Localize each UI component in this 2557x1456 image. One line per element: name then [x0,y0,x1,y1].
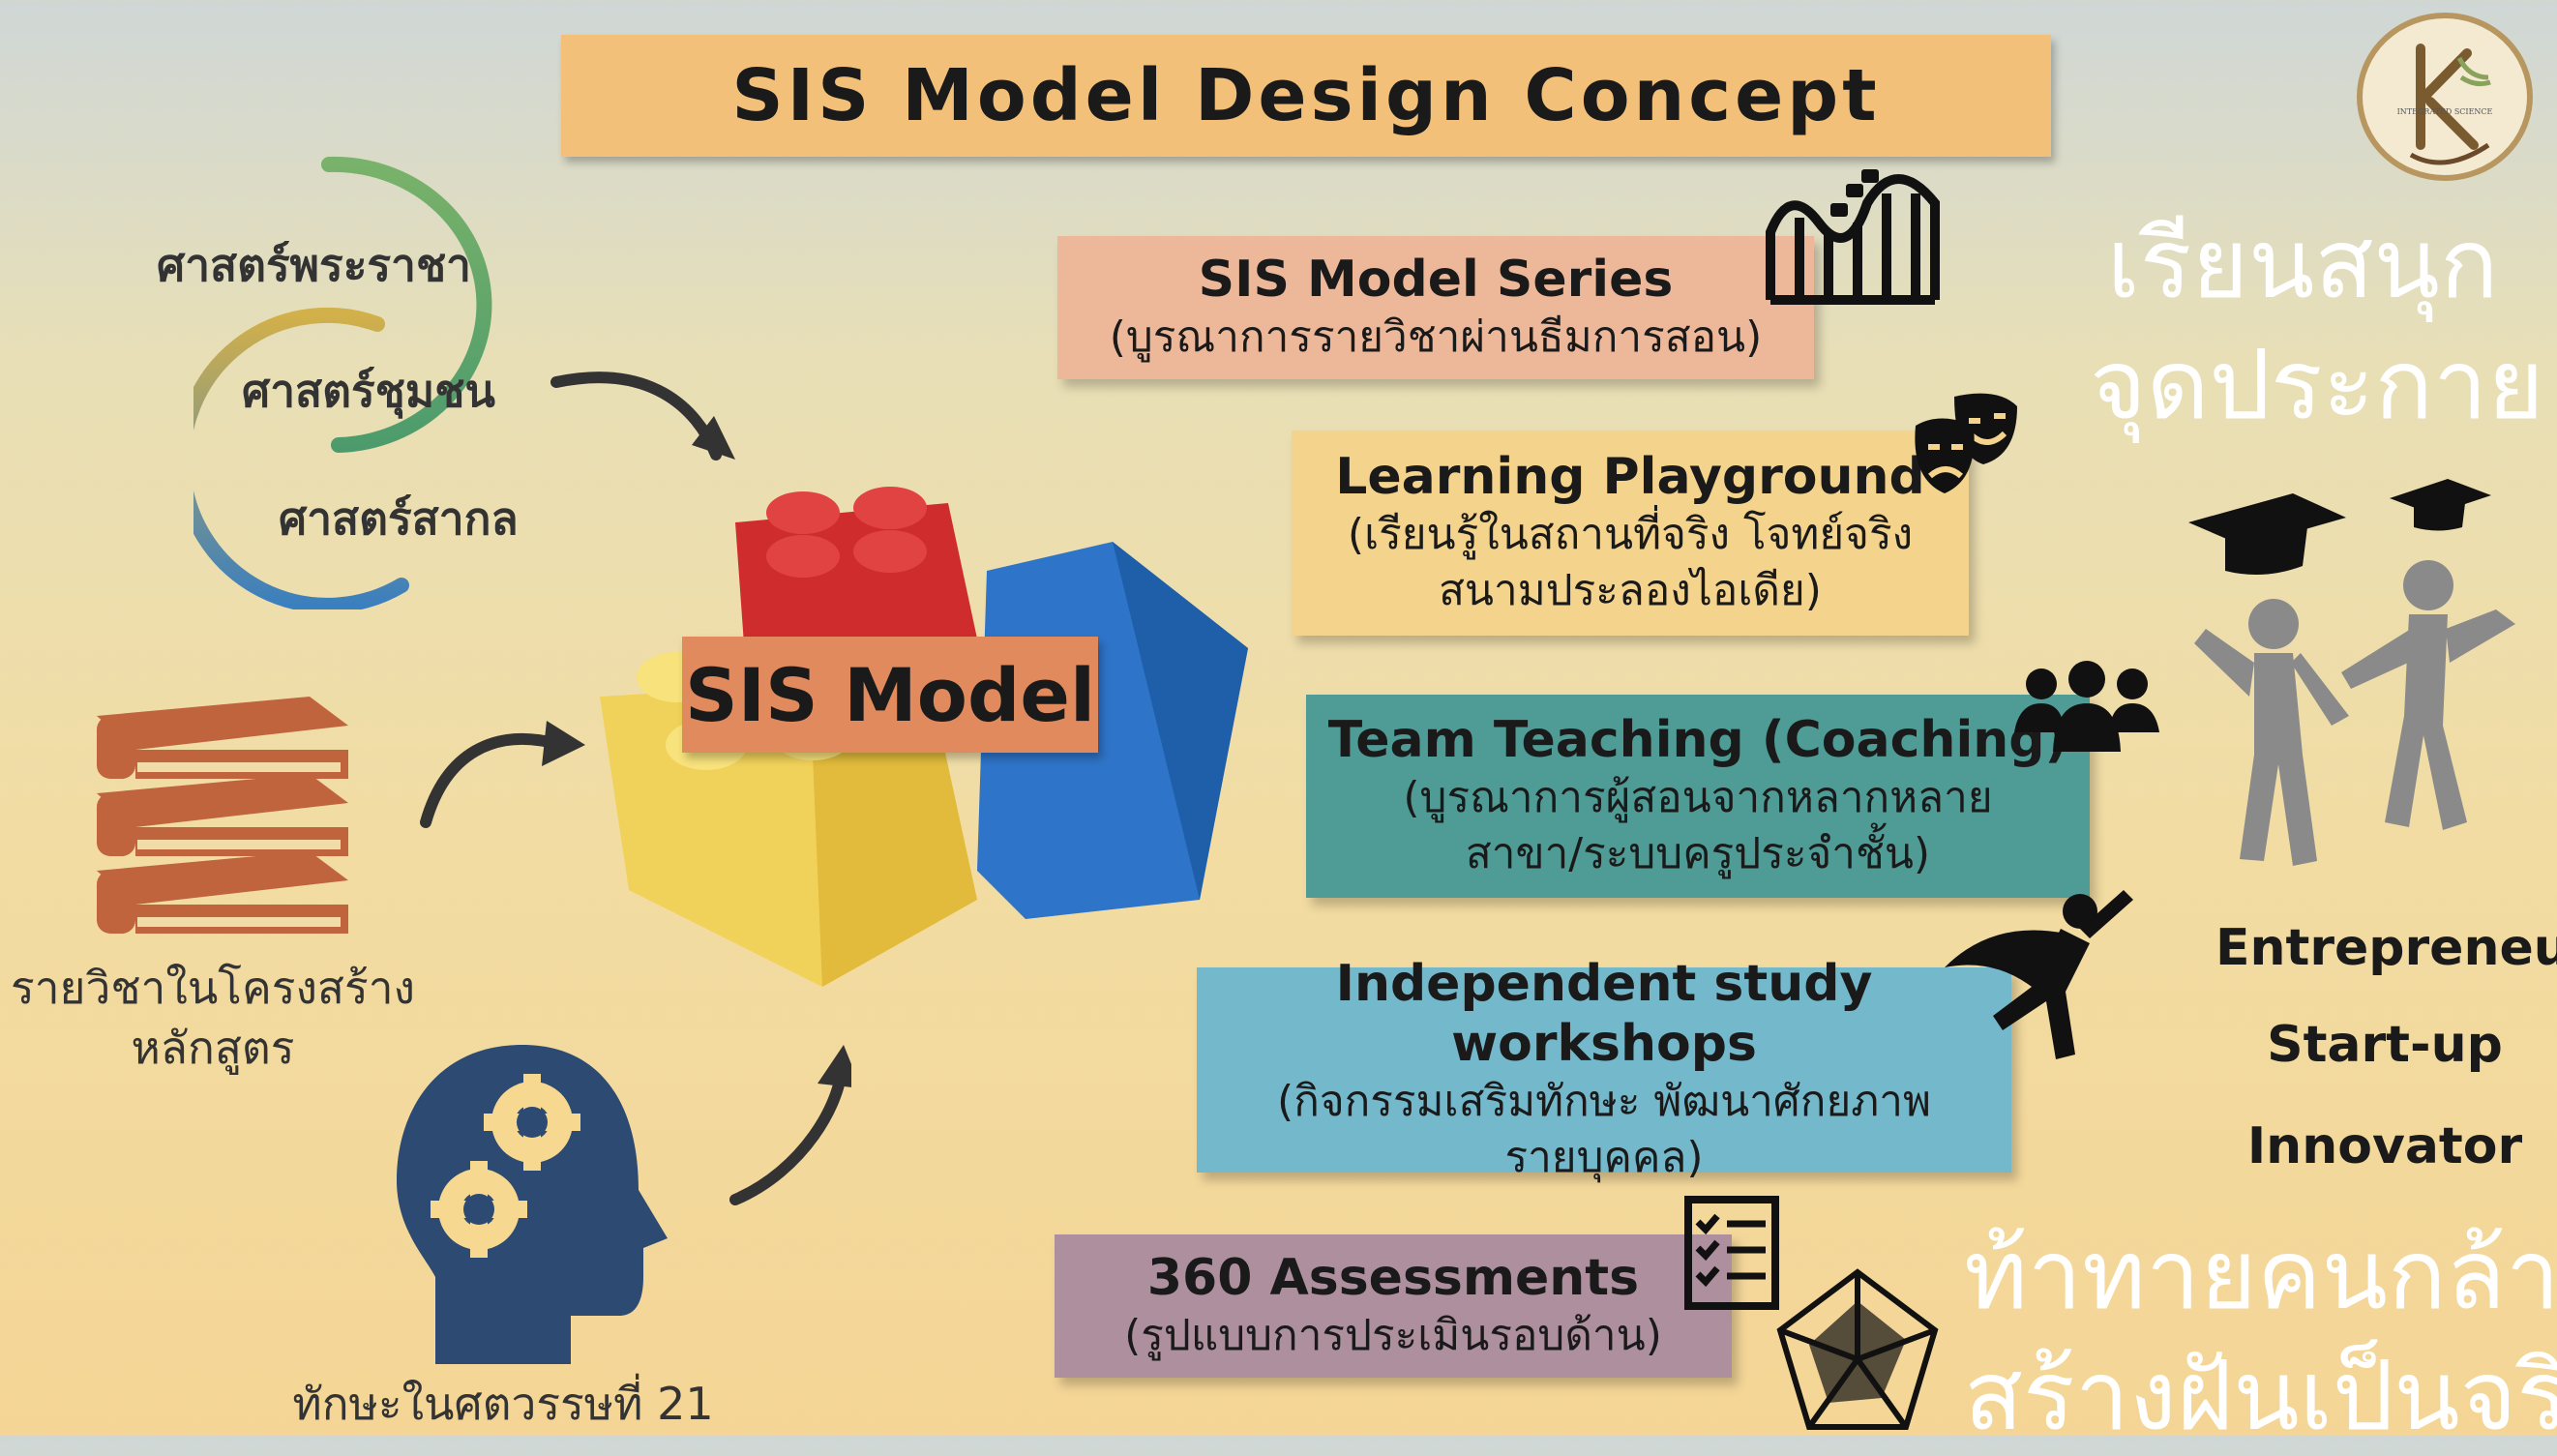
lego-blocks-icon [600,487,1248,987]
card-title: 360 Assessments [1146,1248,1640,1307]
title-banner: SIS Model Design Concept [561,35,2051,157]
science-royal: ศาสตร์พระราชา [157,239,472,291]
card-360-assessments: 360 Assessments (รูปแบบการประเมินรอบด้าน… [1055,1234,1732,1378]
radar-chart-icon [1776,1268,1939,1430]
curriculum-line-1: รายวิชาในโครงสร้าง [11,962,415,1014]
outcome-innovator: Innovator [2246,1117,2523,1175]
graduates-icon [2188,479,2515,866]
page-title: SIS Model Design Concept [731,54,1881,137]
books-icon [97,697,348,934]
slogan-bottom-line-1: ท้าทายคนกล้า [1964,1218,2557,1331]
sciences-arcs [193,156,492,609]
outcome-entrepreneur: Entrepreneur [2215,919,2557,977]
science-global: ศาสตร์สากล [279,492,519,545]
card-sub: สาขา/ระบบครูประจำชั้น) [1465,829,1931,879]
card-model-series: SIS Model Series (บูรณาการรายวิชาผ่านธีม… [1057,236,1814,379]
input-arrows [420,371,851,1205]
card-team-teaching: Team Teaching (Coaching) (บูรณาการผู้สอน… [1306,695,2090,898]
card-sub: (เรียนรู้ในสถานที่จริง โจทย์จริง [1347,510,1914,560]
slogan-top: เรียนสนุก จุดประกาย [2090,203,2544,445]
card-sub: (กิจกรรมเสริมทักษะ พัฒนาศักยภาพ [1277,1077,1931,1127]
svg-text:INTEGRATED SCIENCE: INTEGRATED SCIENCE [2397,107,2493,116]
card-title: Learning Playground [1335,447,1925,506]
outcome-startup: Start-up [2267,1016,2503,1074]
group-icon [2014,661,2159,752]
card-title: Team Teaching (Coaching) [1327,710,2068,769]
card-sub: สนามประลองไอเดีย) [1439,566,1822,616]
slogan-top-line-1: เรียนสนุก [2106,207,2499,320]
slogan-bottom: ท้าทายคนกล้า สร้างฝันเป็นจริง [1964,1214,2557,1456]
superhero-icon [1945,890,2133,1059]
card-title: SIS Model Series [1198,250,1674,309]
center-label: SIS Model [684,651,1096,738]
curriculum-line-2: หลักสูตร [131,1022,295,1075]
school-logo: INTEGRATED SCIENCE [2353,10,2537,184]
science-community: ศาสตร์ชุมชน [242,365,495,417]
card-sub: (บูรณาการรายวิชาผ่านธีมการสอน) [1109,312,1763,363]
head-gears-icon [397,1045,668,1364]
card-title: Independent study workshops [1335,954,1873,1073]
card-independent-study: Independent study workshops (กิจกรรมเสริ… [1197,955,2011,1182]
rollercoaster-icon [1766,169,1940,305]
card-sub: รายบุคคล) [1504,1133,1704,1183]
card-sub: (บูรณาการผู้สอนจากหลากหลาย [1403,773,1993,823]
checklist-icon [1684,1196,1779,1310]
card-sub: (รูปแบบการประเมินรอบด้าน) [1124,1311,1662,1361]
card-learning-playground: Learning Playground (เรียนรู้ในสถานที่จร… [1292,431,1969,636]
theater-masks-icon [1915,393,2017,493]
center-label-box: SIS Model [682,637,1098,753]
curriculum-label: รายวิชาในโครงสร้าง หลักสูตร [0,958,426,1078]
skills-label: ทักษะในศตวรรษที่ 21 [292,1378,714,1430]
slogan-top-line-2: จุดประกาย [2090,328,2544,441]
outcomes-list: Entrepreneur Start-up Innovator [2215,919,2557,1214]
slogan-bottom-line-2: สร้างฝันเป็นจริง [1964,1339,2557,1452]
